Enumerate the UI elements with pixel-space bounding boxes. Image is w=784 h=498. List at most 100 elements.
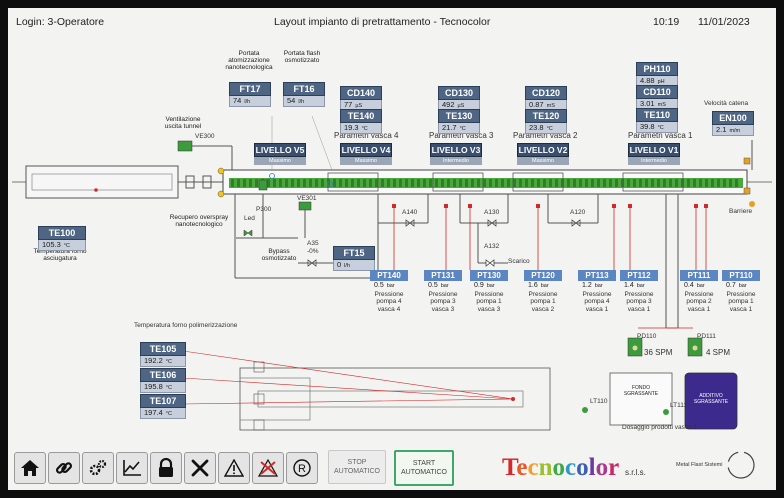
- tag-te120-value: 23.8°C: [525, 123, 567, 134]
- stop-automatico-button[interactable]: STOP AUTOMATICO: [328, 450, 386, 484]
- chain-link: [537, 179, 540, 187]
- chain-link: [567, 179, 570, 187]
- chain-link: [231, 179, 234, 187]
- level-v2-name: LIVELLO V2: [517, 143, 569, 157]
- label-ventilazione: Ventilazione uscita tunnel: [164, 116, 202, 131]
- chain-link: [267, 179, 270, 187]
- link-icon[interactable]: [48, 452, 80, 484]
- param-label-v1[interactable]: Parametri vasca 1: [628, 131, 693, 140]
- lock-icon[interactable]: [150, 452, 182, 484]
- chain-link: [585, 179, 588, 187]
- trend-chart-icon[interactable]: [116, 452, 148, 484]
- chain-link: [561, 179, 564, 187]
- param-label-v4[interactable]: Parametri vasca 4: [334, 131, 399, 140]
- tag-ft15-name: FT15: [333, 246, 375, 260]
- chain-link: [657, 179, 660, 187]
- label-scarico: Scarico: [508, 258, 530, 265]
- fan-ve301: [298, 201, 312, 211]
- value-pd111: 4 SPM: [706, 348, 731, 357]
- hmi-screen: Login: 3-Operatore Layout impianto di pr…: [8, 8, 776, 490]
- tools-icon[interactable]: [184, 452, 216, 484]
- param-label-v3[interactable]: Parametri vasca 3: [429, 131, 494, 140]
- pt120-tag: PT120: [524, 270, 562, 281]
- start-automatico-button[interactable]: START AUTOMATICO: [394, 450, 454, 486]
- chain-link: [459, 179, 462, 187]
- param-label-v2[interactable]: Parametri vasca 2: [513, 131, 578, 140]
- chain-link: [255, 179, 258, 187]
- chain-link: [327, 179, 330, 187]
- tag-cd140-name: CD140: [340, 86, 382, 100]
- pt131-tag: PT131: [424, 270, 462, 281]
- chain-link: [423, 179, 426, 187]
- alarm-warning-icon[interactable]: [218, 452, 250, 484]
- gears-icon[interactable]: [82, 452, 114, 484]
- label-bypass: Bypass osmotizzato: [261, 248, 297, 263]
- pt131-desc: Pressione pompa 3 vasca 3: [428, 291, 458, 313]
- label-a130: A130: [484, 209, 500, 216]
- home-icon[interactable]: [14, 452, 46, 484]
- pt140-desc: Pressione pompa 4 vasca 4: [374, 291, 404, 313]
- chain-link: [525, 179, 528, 187]
- chain-link: [705, 179, 708, 187]
- label-p300: P300: [256, 206, 272, 213]
- tag-cd110-name: CD110: [636, 85, 678, 99]
- clock-time: 10:19: [653, 16, 680, 28]
- alarm-reset-icon[interactable]: [252, 452, 284, 484]
- tag-te105-name: TE105: [140, 342, 186, 356]
- tag-cd130-name: CD130: [438, 86, 480, 100]
- chain-link: [429, 179, 432, 187]
- chain-link: [699, 179, 702, 187]
- registered-icon[interactable]: R: [286, 452, 318, 484]
- tag-te100-name: TE100: [38, 226, 86, 240]
- label-te100-desc: Temperatura forno asciugatura: [33, 248, 87, 263]
- chain-link: [291, 179, 294, 187]
- label-lt110: LT110: [590, 398, 608, 405]
- page-title: Layout impianto di pretrattamento - Tecn…: [274, 16, 491, 28]
- chain-link: [375, 179, 378, 187]
- label-temp-poli: Temperatura forno polimerizzazione: [134, 322, 238, 329]
- chain-link: [693, 179, 696, 187]
- label-led: Led: [244, 215, 255, 222]
- tag-en100-name: EN100: [712, 111, 754, 125]
- chain-link: [627, 179, 630, 187]
- valve-led: [243, 229, 253, 237]
- tag-te120-name: TE120: [525, 109, 567, 123]
